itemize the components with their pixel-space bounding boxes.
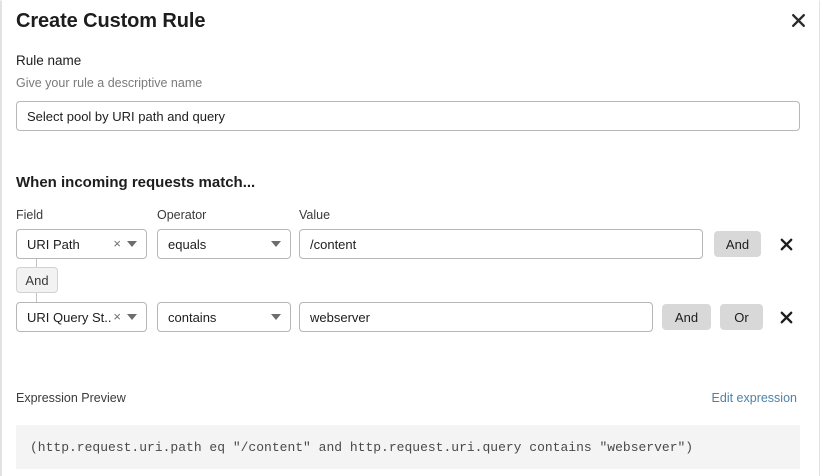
operator-select-value-row-1: equals bbox=[168, 236, 207, 252]
field-select-value-row-2: URI Query St... bbox=[27, 309, 112, 325]
chevron-down-icon[interactable] bbox=[271, 314, 290, 320]
column-header-value: Value bbox=[299, 208, 331, 222]
column-header-operator: Operator bbox=[157, 208, 207, 222]
expression-preview-box: (http.request.uri.path eq "/content" and… bbox=[16, 425, 800, 469]
clear-icon[interactable]: × bbox=[113, 309, 121, 324]
expression-preview-label: Expression Preview bbox=[16, 391, 126, 405]
connector-line-bottom bbox=[36, 293, 37, 302]
connector-and-chip[interactable]: And bbox=[16, 267, 58, 293]
operator-select-value-row-2: contains bbox=[168, 309, 217, 325]
match-section-heading: When incoming requests match... bbox=[16, 174, 256, 191]
rule-name-label: Rule name bbox=[16, 53, 82, 68]
operator-select-row-1[interactable]: equals bbox=[157, 229, 291, 259]
remove-condition-row-2[interactable] bbox=[776, 307, 796, 327]
operator-select-row-2[interactable]: contains bbox=[157, 302, 291, 332]
and-button-row-1[interactable]: And bbox=[714, 231, 761, 257]
chevron-down-icon[interactable] bbox=[127, 314, 146, 320]
edit-expression-link[interactable]: Edit expression bbox=[711, 391, 797, 405]
chevron-down-icon[interactable] bbox=[271, 241, 290, 247]
or-button-row-2[interactable]: Or bbox=[720, 304, 763, 330]
connector-line-top bbox=[36, 259, 37, 267]
page-title: Create Custom Rule bbox=[16, 10, 206, 32]
close-icon[interactable] bbox=[785, 7, 811, 33]
value-input-row-2[interactable] bbox=[299, 302, 653, 332]
rule-name-sublabel: Give your rule a descriptive name bbox=[16, 76, 203, 90]
column-header-field: Field bbox=[16, 208, 44, 222]
field-select-row-2[interactable]: URI Query St... × bbox=[16, 302, 147, 332]
clear-icon[interactable]: × bbox=[113, 236, 121, 251]
field-select-row-1[interactable]: URI Path × bbox=[16, 229, 147, 259]
expression-preview-text: (http.request.uri.path eq "/content" and… bbox=[30, 439, 694, 455]
chevron-down-icon[interactable] bbox=[127, 241, 146, 247]
and-button-row-2[interactable]: And bbox=[662, 304, 711, 330]
remove-condition-row-1[interactable] bbox=[776, 234, 796, 254]
field-select-value-row-1: URI Path bbox=[27, 236, 80, 252]
rule-name-input[interactable] bbox=[16, 101, 800, 131]
value-input-row-1[interactable] bbox=[299, 229, 703, 259]
